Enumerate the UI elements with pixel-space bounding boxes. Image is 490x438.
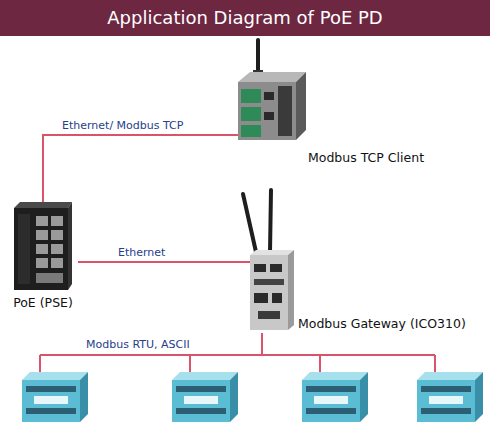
port <box>36 216 48 226</box>
terminal-row <box>26 386 76 392</box>
ethernet-link <box>43 135 238 202</box>
terminal-row <box>176 386 226 392</box>
diagram-title: Application Diagram of PoE PD <box>0 0 490 36</box>
module-body <box>417 380 475 422</box>
module-top <box>172 372 238 380</box>
terminal-row <box>421 386 471 392</box>
bus-wire <box>189 355 191 372</box>
device-top <box>250 250 294 255</box>
terminal-row <box>306 408 356 414</box>
tcp-client-device <box>238 38 306 140</box>
terminal-row <box>26 408 76 414</box>
gateway-node: Modbus Gateway (ICO310) <box>250 188 485 333</box>
antenna <box>243 194 256 252</box>
antenna <box>270 190 271 252</box>
module-side <box>360 372 368 422</box>
device-label: PoE (PSE) <box>8 295 78 310</box>
port <box>36 273 63 283</box>
title-band <box>0 0 490 36</box>
switch-node: PoE (PSE) <box>8 202 78 310</box>
device-body <box>250 255 288 330</box>
port <box>258 311 280 319</box>
device-body <box>238 82 296 140</box>
poe-switch-device <box>14 202 72 290</box>
port <box>272 293 282 303</box>
module-label <box>429 396 463 404</box>
device-side <box>296 72 306 140</box>
terminal-row <box>176 408 226 414</box>
port <box>51 258 63 268</box>
port <box>36 230 48 240</box>
serial-bus <box>40 333 435 372</box>
port <box>36 258 48 268</box>
device-side <box>68 202 72 290</box>
port <box>270 264 282 272</box>
port <box>264 112 274 120</box>
module-body <box>172 380 230 422</box>
device-label: Modbus Gateway (ICO310) <box>298 316 466 331</box>
bus-wire <box>40 354 435 356</box>
module-top <box>22 372 88 380</box>
bus-wire <box>39 355 41 372</box>
port <box>51 230 63 240</box>
terminal-block <box>241 107 261 121</box>
port <box>254 279 284 285</box>
port <box>254 264 266 272</box>
terminal-block <box>241 89 261 103</box>
side-panel <box>18 214 30 284</box>
module-side <box>80 372 88 422</box>
module-top <box>302 372 368 380</box>
module-side <box>230 372 238 422</box>
terminal-row <box>306 386 356 392</box>
device-top <box>14 202 72 208</box>
bus-wire <box>319 355 321 372</box>
port <box>264 92 274 100</box>
device-label: Modbus TCP Client <box>308 150 424 165</box>
client-node: Modbus TCP Client <box>238 38 485 165</box>
device-body <box>14 208 68 290</box>
ethernet-link <box>78 261 250 263</box>
device-side <box>288 250 294 330</box>
port <box>36 244 48 254</box>
bus-protocol-label: Modbus RTU, ASCII <box>86 338 190 351</box>
terminal-block <box>241 125 261 137</box>
module-top <box>417 372 483 380</box>
bus-wire <box>261 333 263 355</box>
port <box>254 293 268 303</box>
bus-wire <box>434 355 436 372</box>
io-module <box>22 372 88 422</box>
heat-fins <box>278 86 292 136</box>
link-label: Ethernet <box>118 246 165 259</box>
module-body <box>302 380 360 422</box>
io-module <box>417 372 483 422</box>
module-label <box>34 396 68 404</box>
module-label <box>184 396 218 404</box>
link-label: Ethernet/ Modbus TCP <box>62 119 183 132</box>
port <box>51 216 63 226</box>
module-side <box>475 372 483 422</box>
port <box>51 244 63 254</box>
module-body <box>22 380 80 422</box>
io-module <box>172 372 238 422</box>
terminal-row <box>421 408 471 414</box>
gateway-device <box>243 190 294 330</box>
device-top <box>238 72 306 82</box>
io-module <box>302 372 368 422</box>
module-label <box>314 396 348 404</box>
